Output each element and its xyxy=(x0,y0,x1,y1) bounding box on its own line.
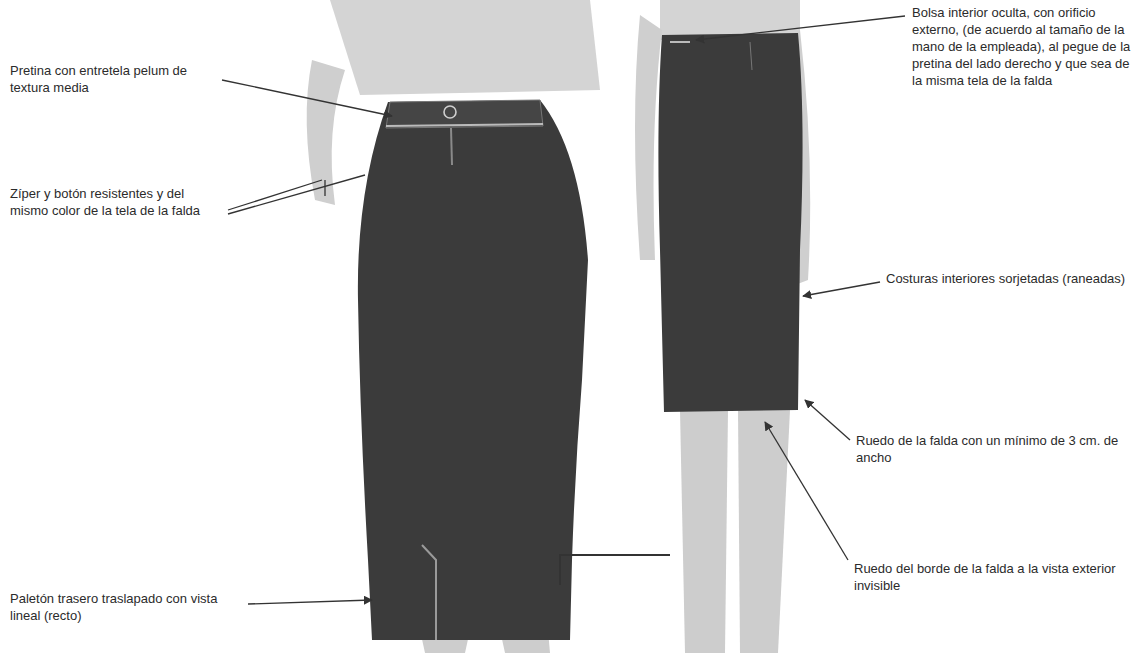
callout-label: Ruedo del borde de la falda a la vista e… xyxy=(854,560,1124,594)
callout-label: Zíper y botón resistentes y del mismo co… xyxy=(10,185,225,219)
callout-label: Pretina con entretela pelum de textura m… xyxy=(10,62,220,96)
callout-label: Paletón trasero traslapado con vista lin… xyxy=(10,590,245,624)
callout-label: Costuras interiores sorjetadas (raneadas… xyxy=(886,270,1126,287)
leader-lines xyxy=(222,16,905,604)
callout-label: Bolsa interior oculta, con orificio exte… xyxy=(912,4,1132,89)
bracket xyxy=(560,555,670,585)
front-figure xyxy=(307,0,600,653)
callout-label: Ruedo de la falda con un mínimo de 3 cm.… xyxy=(856,432,1126,466)
